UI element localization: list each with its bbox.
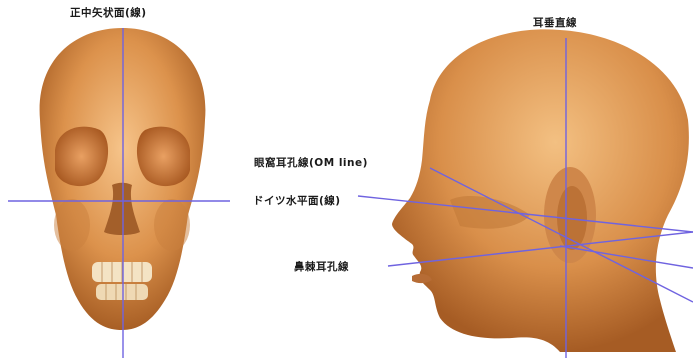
frankfort-label: ドイツ水平面(線): [253, 196, 341, 207]
lower-teeth: [96, 284, 148, 300]
upper-teeth: [92, 262, 152, 282]
auricular-vertical-label: 耳垂直線: [533, 18, 577, 29]
midsagittal-label: 正中矢状面(線): [70, 8, 147, 19]
lateral-head: [392, 29, 689, 352]
orbitomeatal-label: 眼窩耳孔線(OM line): [254, 158, 368, 169]
right-orbit: [137, 127, 190, 186]
left-orbit: [55, 127, 108, 186]
acanthiomeatal-label: 鼻棘耳孔線: [294, 262, 349, 273]
